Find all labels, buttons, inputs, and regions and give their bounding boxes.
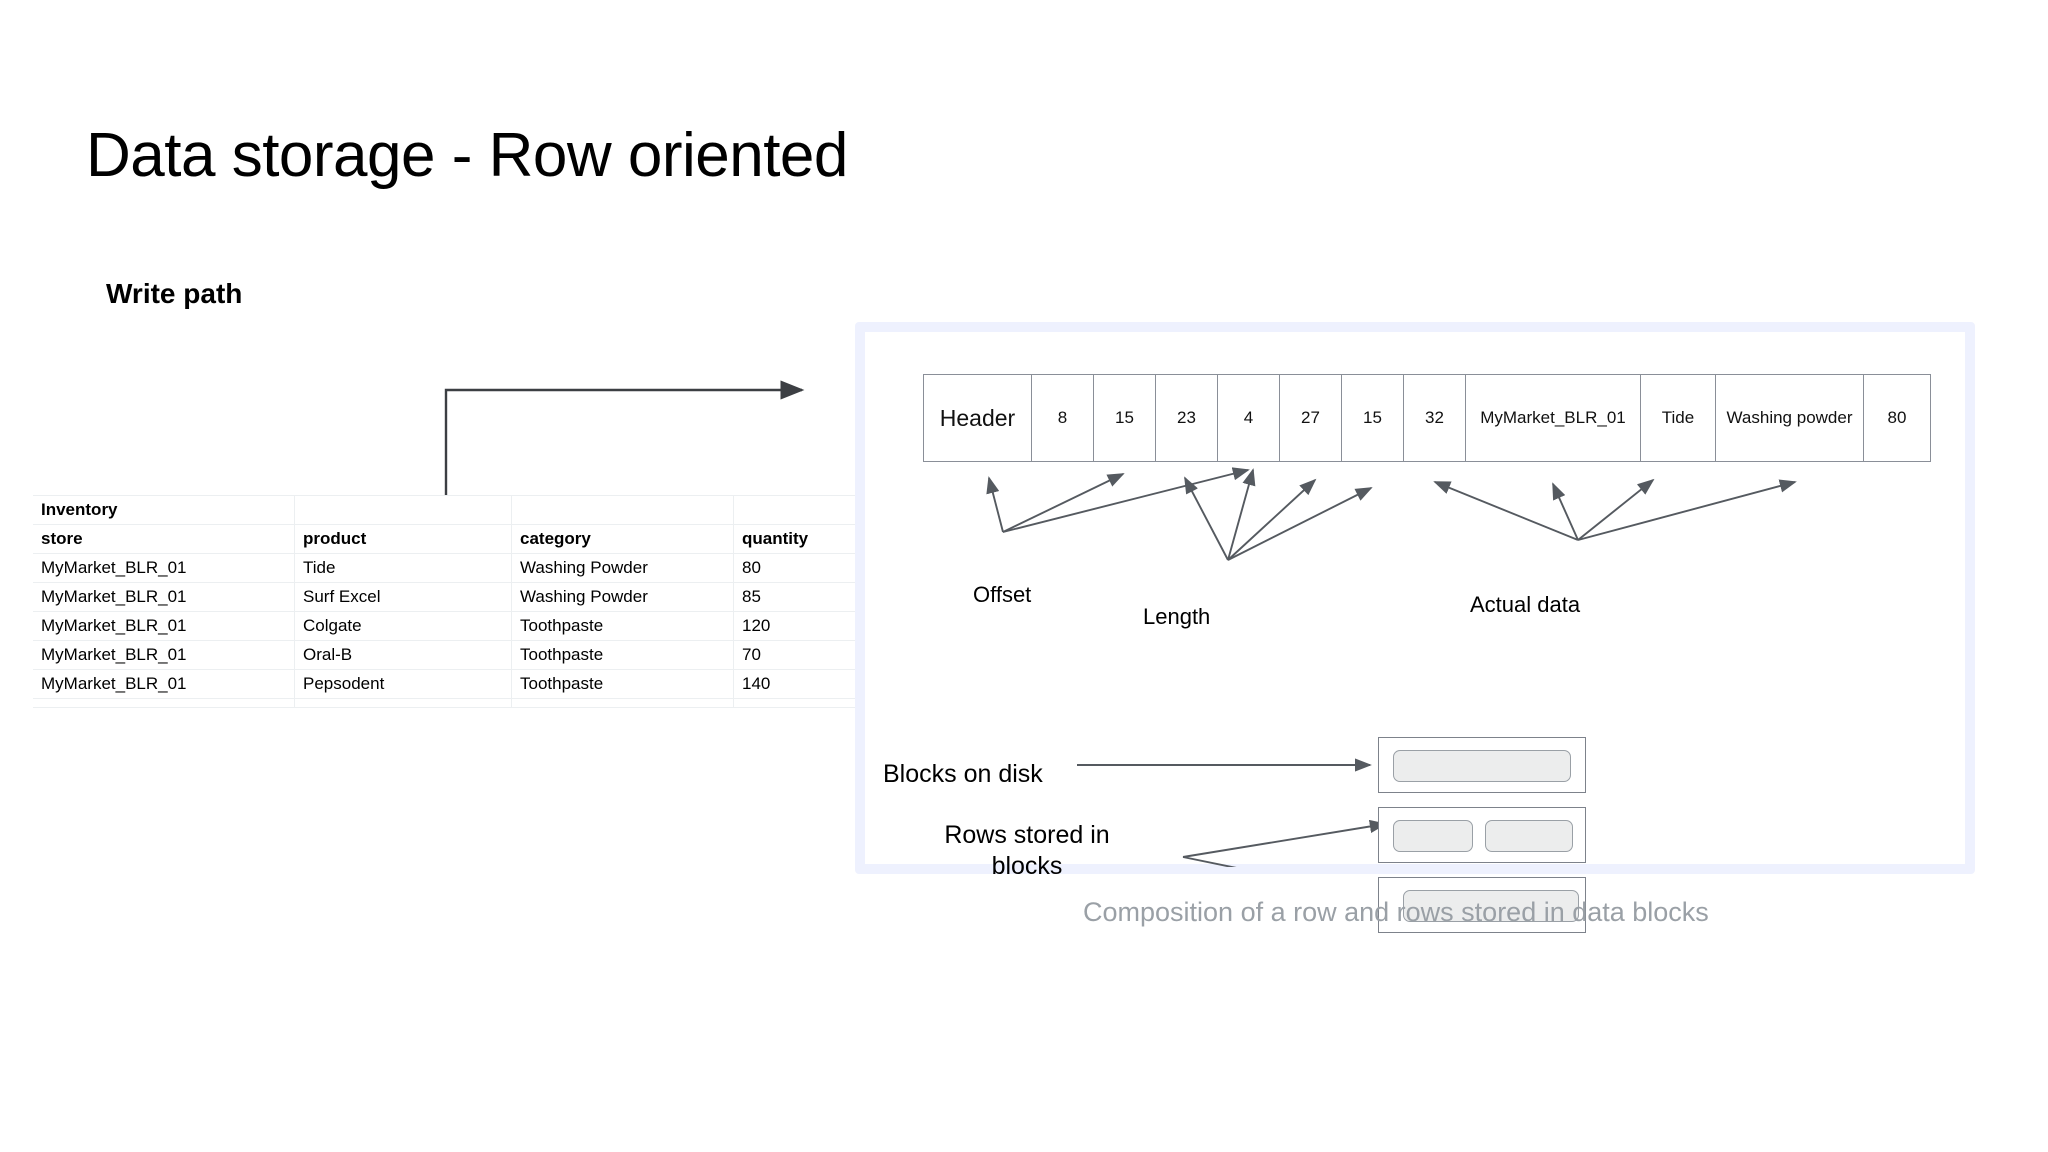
cell-category: Toothpaste [511, 669, 734, 699]
table-empty-row [33, 698, 901, 708]
table-title-row: Inventory [33, 495, 901, 525]
table-row[interactable]: MyMarket_BLR_01 Oral-B Toothpaste 70 [33, 640, 901, 670]
cell-empty [511, 698, 734, 708]
cell-product: Tide [294, 553, 512, 583]
cell-product: Colgate [294, 611, 512, 641]
inventory-table[interactable]: Inventory store product category quantit… [33, 495, 901, 708]
table-row[interactable]: MyMarket_BLR_01 Surf Excel Washing Powde… [33, 582, 901, 612]
cell-product: Pepsodent [294, 669, 512, 699]
column-header-category: category [511, 524, 734, 554]
table-title-blank-2 [511, 495, 734, 525]
cell-category: Washing Powder [511, 553, 734, 583]
cell-store: MyMarket_BLR_01 [33, 611, 295, 641]
table-title-cell: Inventory [33, 495, 295, 525]
stored-row [1403, 890, 1579, 922]
cell-product: Oral-B [294, 640, 512, 670]
cell-product: Surf Excel [294, 582, 512, 612]
column-header-product: product [294, 524, 512, 554]
disk-block-1 [1378, 737, 1586, 793]
stored-row [1393, 750, 1571, 782]
label-rows-stored-line-1: Rows stored in [944, 821, 1110, 849]
cell-category: Toothpaste [511, 640, 734, 670]
disk-block-3 [1378, 877, 1586, 933]
cell-empty [33, 698, 295, 708]
row-annotation-arrows [986, 467, 1797, 561]
table-row[interactable]: MyMarket_BLR_01 Pepsodent Toothpaste 140 [33, 669, 901, 699]
panel-caption: Composition of a row and rows stored in … [1083, 897, 1709, 927]
row-cell-offset-3: 23 [1156, 375, 1218, 461]
section-subtitle-write-path: Write path [106, 278, 243, 309]
cell-store: MyMarket_BLR_01 [33, 640, 295, 670]
row-cell-data-product: Tide [1641, 375, 1716, 461]
row-cell-length-2: 27 [1280, 375, 1342, 461]
row-cell-offset-2: 15 [1094, 375, 1156, 461]
label-blocks-on-disk: Blocks on disk [883, 760, 1043, 788]
row-cell-data-store: MyMarket_BLR_01 [1466, 375, 1641, 461]
annotation-label-length: Length [1143, 604, 1211, 629]
table-header-row: store product category quantity [33, 524, 901, 554]
row-cell-data-quantity: 80 [1887, 408, 1907, 427]
row-composition-illustration-panel: Header 8 15 23 4 27 15 32 MyMarket_BLR_0… [855, 322, 1975, 933]
table-row[interactable]: MyMarket_BLR_01 Colgate Toothpaste 120 [33, 611, 901, 641]
panel-inner: Header 8 15 23 4 27 15 32 MyMarket_BLR_0… [865, 332, 1965, 933]
cell-store: MyMarket_BLR_01 [33, 582, 295, 612]
page-title: Data storage - Row oriented [86, 121, 848, 190]
label-rows-stored-line-2: blocks [991, 852, 1063, 881]
row-cell-length-3: 15 [1342, 375, 1404, 461]
stored-row [1393, 820, 1473, 852]
table-title-blank-1 [294, 495, 512, 525]
row-cell-header: Header [924, 375, 1032, 461]
row-layout-strip: Header 8 15 23 4 27 15 32 MyMarket_BLR_0… [923, 374, 1931, 462]
table-body: Inventory store product category quantit… [33, 495, 901, 708]
table-row[interactable]: MyMarket_BLR_01 Tide Washing Powder 80 [33, 553, 901, 583]
cell-category: Toothpaste [511, 611, 734, 641]
row-cell-offset-1: 8 [1032, 375, 1094, 461]
annotation-label-offset: Offset [973, 582, 1032, 607]
row-cell-length-4: 32 [1404, 375, 1466, 461]
write-path-elbow-arrow [444, 380, 805, 495]
cell-empty [294, 698, 512, 708]
annotation-label-actual-data: Actual data [1470, 592, 1581, 617]
cell-store: MyMarket_BLR_01 [33, 669, 295, 699]
disk-block-2 [1378, 807, 1586, 863]
stored-row [1485, 820, 1573, 852]
cell-category: Washing Powder [511, 582, 734, 612]
row-cell-length-1: 4 [1218, 375, 1280, 461]
cell-store: MyMarket_BLR_01 [33, 553, 295, 583]
column-header-store: store [33, 524, 295, 554]
label-rows-stored-in-blocks: Rows stored in blocks [887, 820, 1167, 883]
row-cell-data-category: Washing powder [1716, 375, 1864, 461]
